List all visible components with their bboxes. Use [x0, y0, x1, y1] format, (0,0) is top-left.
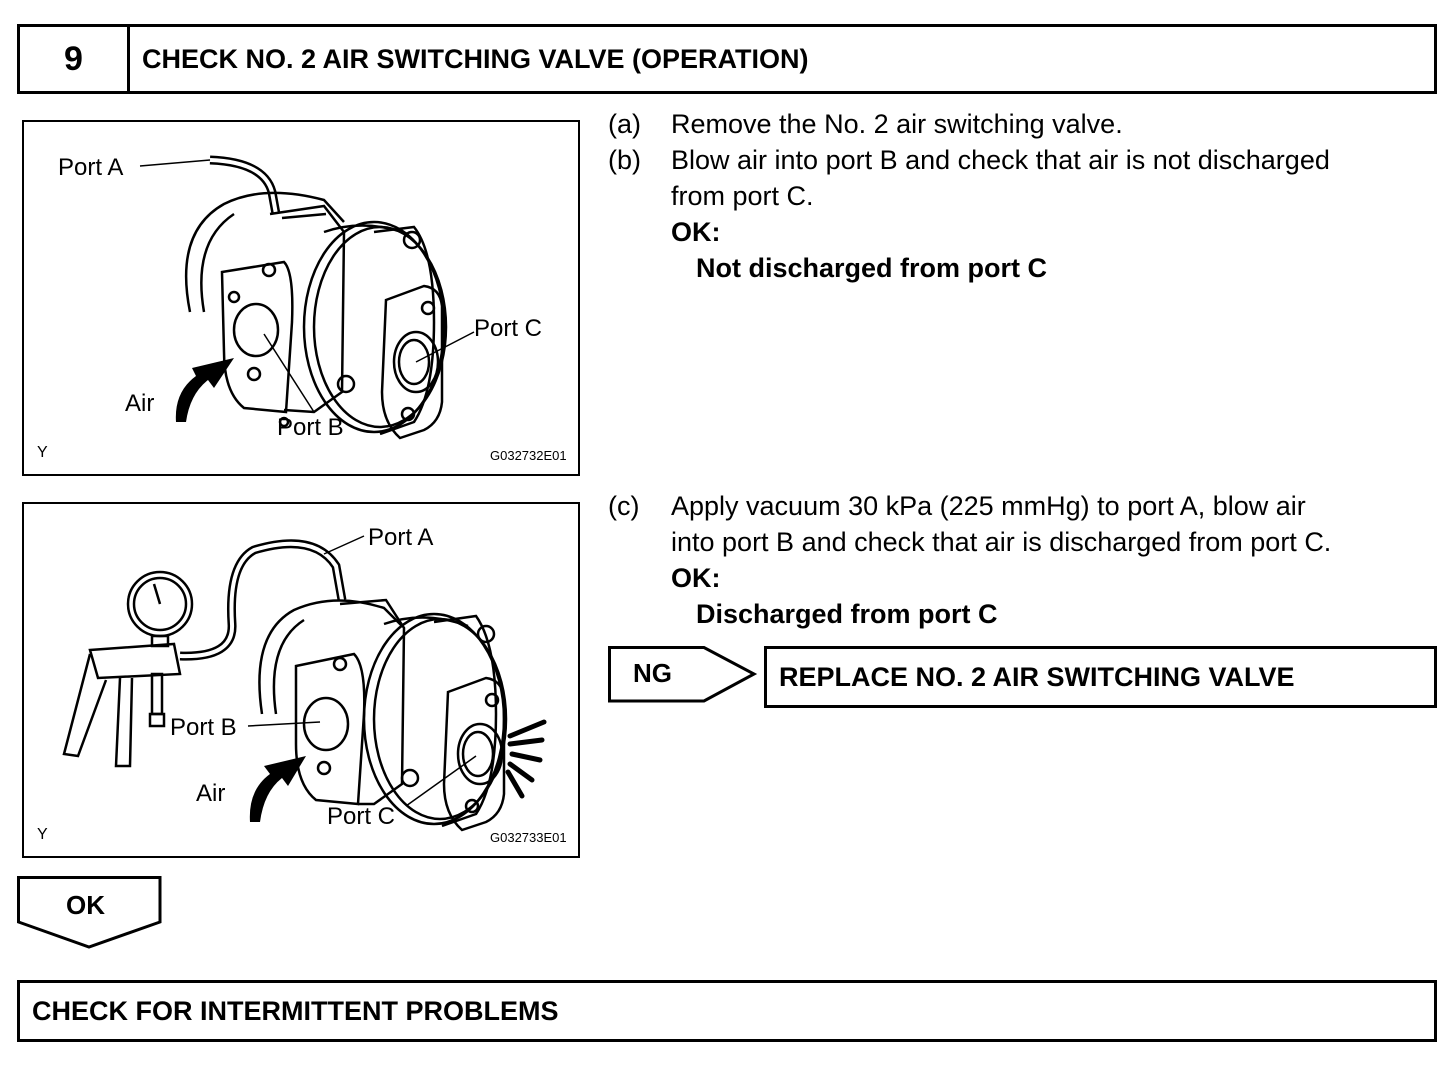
- step-b: (b) Blow air into port B and check that …: [608, 142, 1438, 292]
- step-a: (a) Remove the No. 2 air switching valve…: [608, 106, 1438, 146]
- figure-id: G032732E01: [490, 448, 567, 463]
- ok-result-text: CHECK FOR INTERMITTENT PROBLEMS: [32, 995, 559, 1026]
- ng-result-text: REPLACE NO. 2 AIR SWITCHING VALVE: [779, 661, 1295, 692]
- corner-mark: Y: [37, 826, 48, 843]
- label-port-a: Port A: [368, 524, 434, 551]
- step-marker: (a): [608, 109, 641, 139]
- label-port-a: Port A: [58, 154, 124, 181]
- step-text: Remove the No. 2 air switching valve.: [671, 109, 1123, 139]
- step-number: 9: [20, 27, 130, 91]
- ok-value: Discharged from port C: [696, 599, 998, 629]
- air-arrow: [249, 756, 306, 822]
- ok-value: Not discharged from port C: [696, 253, 1048, 283]
- corner-mark: Y: [37, 444, 48, 461]
- step-text-line1: Apply vacuum 30 kPa (225 mmHg) to port A…: [671, 491, 1306, 521]
- valve-illustration: [139, 155, 475, 440]
- air-arrow: [175, 358, 234, 422]
- label-port-c: Port C: [474, 315, 543, 342]
- label-port-c: Port C: [327, 803, 396, 830]
- ok-label: OK: [66, 890, 105, 920]
- step-c: (c) Apply vacuum 30 kPa (225 mmHg) to po…: [608, 488, 1438, 638]
- ng-result-box: REPLACE NO. 2 AIR SWITCHING VALVE: [764, 646, 1437, 708]
- figure-id: G032733E01: [490, 830, 567, 845]
- ok-result-box: CHECK FOR INTERMITTENT PROBLEMS: [17, 980, 1437, 1042]
- valve-vacuum-illustration: [62, 535, 547, 832]
- step-marker: (c): [608, 491, 640, 521]
- step-marker: (b): [608, 145, 641, 175]
- label-port-b: Port B: [170, 714, 237, 741]
- label-air: Air: [196, 780, 226, 807]
- figure-valve-blow-test: Port A Port C Air Port B Y G032732E01: [22, 120, 580, 476]
- ng-label: NG: [633, 658, 672, 688]
- ok-label: OK:: [671, 217, 721, 247]
- step-text-line2: from port C.: [671, 181, 814, 211]
- step-text-line2: into port B and check that air is discha…: [671, 527, 1332, 557]
- ok-arrow-shape: [17, 876, 162, 949]
- figure-valve-vacuum-test: Port A Port B Air Port C Y G032733E01: [22, 502, 580, 858]
- label-air: Air: [125, 390, 155, 417]
- step-text-line1: Blow air into port B and check that air …: [671, 145, 1330, 175]
- ok-label: OK:: [671, 563, 721, 593]
- step-header: 9 CHECK NO. 2 AIR SWITCHING VALVE (OPERA…: [17, 24, 1437, 94]
- step-title: CHECK NO. 2 AIR SWITCHING VALVE (OPERATI…: [142, 43, 809, 74]
- ng-arrow-shape: [608, 646, 758, 703]
- label-port-b: Port B: [277, 414, 344, 441]
